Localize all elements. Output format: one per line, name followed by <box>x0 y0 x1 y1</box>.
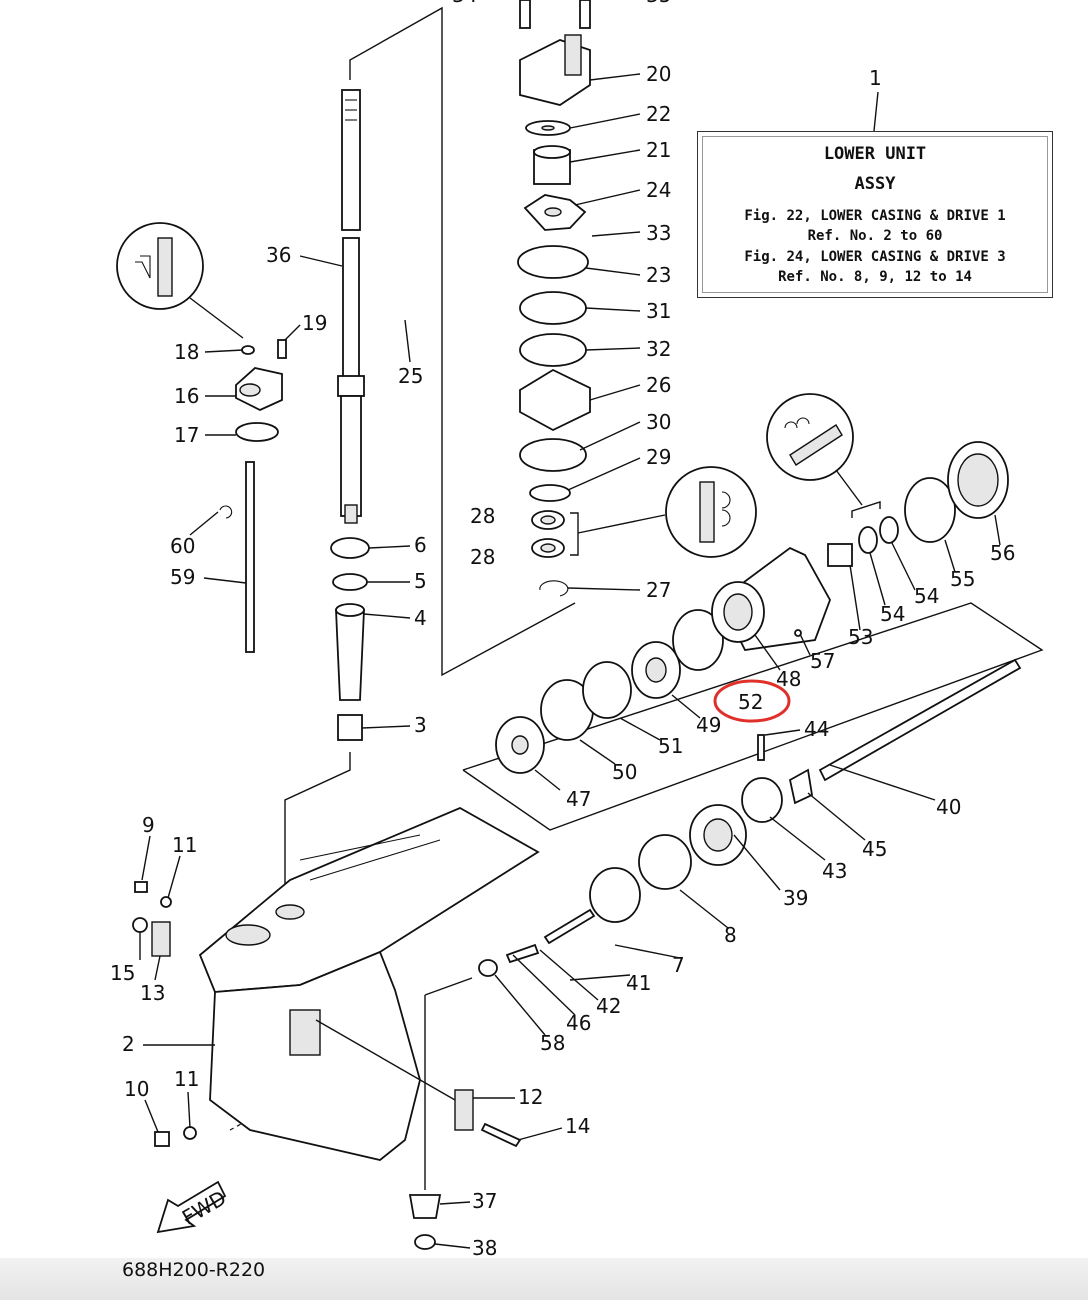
assy-subtitle: ASSY <box>854 174 896 194</box>
part-label-21[interactable]: 21 <box>646 138 671 162</box>
part-label-7[interactable]: 7 <box>672 953 685 977</box>
part-label-38[interactable]: 38 <box>472 1236 497 1260</box>
part-label-20[interactable]: 20 <box>646 62 671 86</box>
part-label-3[interactable]: 3 <box>414 713 427 737</box>
part-label-5[interactable]: 5 <box>414 569 427 593</box>
shift-rod[interactable] <box>235 339 287 653</box>
part-label-47[interactable]: 47 <box>566 787 591 811</box>
leader-lines <box>139 73 1001 1249</box>
part-label-14[interactable]: 14 <box>565 1114 590 1138</box>
part-label-8[interactable]: 8 <box>724 923 737 947</box>
prop-shaft-assembly[interactable] <box>478 441 1022 977</box>
part-label-37[interactable]: 37 <box>472 1189 497 1213</box>
part-label-55[interactable]: 55 <box>950 567 975 591</box>
part-label-10[interactable]: 10 <box>124 1077 149 1101</box>
part-label-4[interactable]: 4 <box>414 606 427 630</box>
part-label-27[interactable]: 27 <box>646 578 671 602</box>
part-label-42[interactable]: 42 <box>596 994 621 1018</box>
part-label-28a[interactable]: 28 <box>470 504 495 528</box>
part-label-24[interactable]: 24 <box>646 178 671 202</box>
drive-shaft[interactable] <box>337 89 365 524</box>
part-label-36[interactable]: 36 <box>266 243 291 267</box>
part-label-11a[interactable]: 11 <box>172 833 197 857</box>
part-label-29[interactable]: 29 <box>646 445 671 469</box>
part-label-52[interactable]: 52 <box>738 690 763 714</box>
part-label-22[interactable]: 22 <box>646 102 671 126</box>
part-label-1[interactable]: 1 <box>869 66 882 90</box>
footer-bar <box>0 1258 1088 1300</box>
part-label-13[interactable]: 13 <box>140 981 165 1005</box>
part-label-30[interactable]: 30 <box>646 410 671 434</box>
part-label-19[interactable]: 19 <box>302 311 327 335</box>
assembly-info-inner-border <box>702 136 1048 293</box>
part-label-49[interactable]: 49 <box>696 713 721 737</box>
part-label-54a[interactable]: 54 <box>880 602 905 626</box>
assy-fig24: Fig. 24, LOWER CASING & DRIVE 3 <box>744 249 1006 265</box>
part-label-16[interactable]: 16 <box>174 384 199 408</box>
part-label-33[interactable]: 33 <box>646 221 671 245</box>
part-label-18[interactable]: 18 <box>174 340 199 364</box>
part-label-57[interactable]: 57 <box>810 649 835 673</box>
part-label-44[interactable]: 44 <box>804 717 829 741</box>
small-hardware[interactable] <box>132 505 522 1250</box>
highlight-ring <box>713 679 791 723</box>
part-label-50[interactable]: 50 <box>612 760 637 784</box>
assy-title: LOWER UNIT <box>823 144 927 164</box>
part-label-11b[interactable]: 11 <box>174 1067 199 1091</box>
part-label-23[interactable]: 23 <box>646 263 671 287</box>
part-label-56[interactable]: 56 <box>990 541 1015 565</box>
part-label-58[interactable]: 58 <box>540 1031 565 1055</box>
part-label-45[interactable]: 45 <box>862 837 887 861</box>
part-label-17[interactable]: 17 <box>174 423 199 447</box>
part-labels: 34 35 20 22 21 24 33 23 31 32 26 30 29 2… <box>110 0 1015 1260</box>
part-label-9[interactable]: 9 <box>142 813 155 837</box>
part-label-31[interactable]: 31 <box>646 299 671 323</box>
fwd-arrow-icon: FWD <box>156 1180 230 1234</box>
part-label-46[interactable]: 46 <box>566 1011 591 1035</box>
grease-apply-icon <box>766 393 863 506</box>
part-label-59[interactable]: 59 <box>170 565 195 589</box>
oil-apply-icon <box>665 466 757 558</box>
part-label-25[interactable]: 25 <box>398 364 423 388</box>
assembly-info-box: LOWER UNIT ASSY Fig. 22, LOWER CASING & … <box>697 131 1053 298</box>
assy-fig22-ref: Ref. No. 2 to 60 <box>807 228 943 244</box>
part-label-12[interactable]: 12 <box>518 1085 543 1109</box>
bushing-parts[interactable] <box>330 537 370 741</box>
part-label-53[interactable]: 53 <box>848 625 873 649</box>
part-label-35[interactable]: 35 <box>646 0 671 7</box>
part-label-32[interactable]: 32 <box>646 337 671 361</box>
part-label-6[interactable]: 6 <box>414 533 427 557</box>
part-label-40[interactable]: 40 <box>936 795 961 819</box>
diagram-code: 688H200-R220 <box>122 1259 266 1281</box>
part-label-26[interactable]: 26 <box>646 373 671 397</box>
part-label-60[interactable]: 60 <box>170 534 195 558</box>
lower-casing[interactable] <box>198 806 540 1161</box>
part-label-15[interactable]: 15 <box>110 961 135 985</box>
part-label-54b[interactable]: 54 <box>914 584 939 608</box>
part-label-34[interactable]: 34 <box>452 0 477 7</box>
part-label-51[interactable]: 51 <box>658 734 683 758</box>
water-pump-stack[interactable] <box>517 0 666 597</box>
part-label-43[interactable]: 43 <box>822 859 847 883</box>
part-label-41[interactable]: 41 <box>626 971 651 995</box>
part-label-39[interactable]: 39 <box>783 886 808 910</box>
part-label-2[interactable]: 2 <box>122 1032 135 1056</box>
assy-fig24-ref: Ref. No. 8, 9, 12 to 14 <box>778 269 972 285</box>
assy-fig22: Fig. 22, LOWER CASING & DRIVE 1 <box>744 208 1006 224</box>
part-label-28b[interactable]: 28 <box>470 545 495 569</box>
part-label-48[interactable]: 48 <box>776 667 801 691</box>
grease-apply-icon <box>116 222 244 339</box>
